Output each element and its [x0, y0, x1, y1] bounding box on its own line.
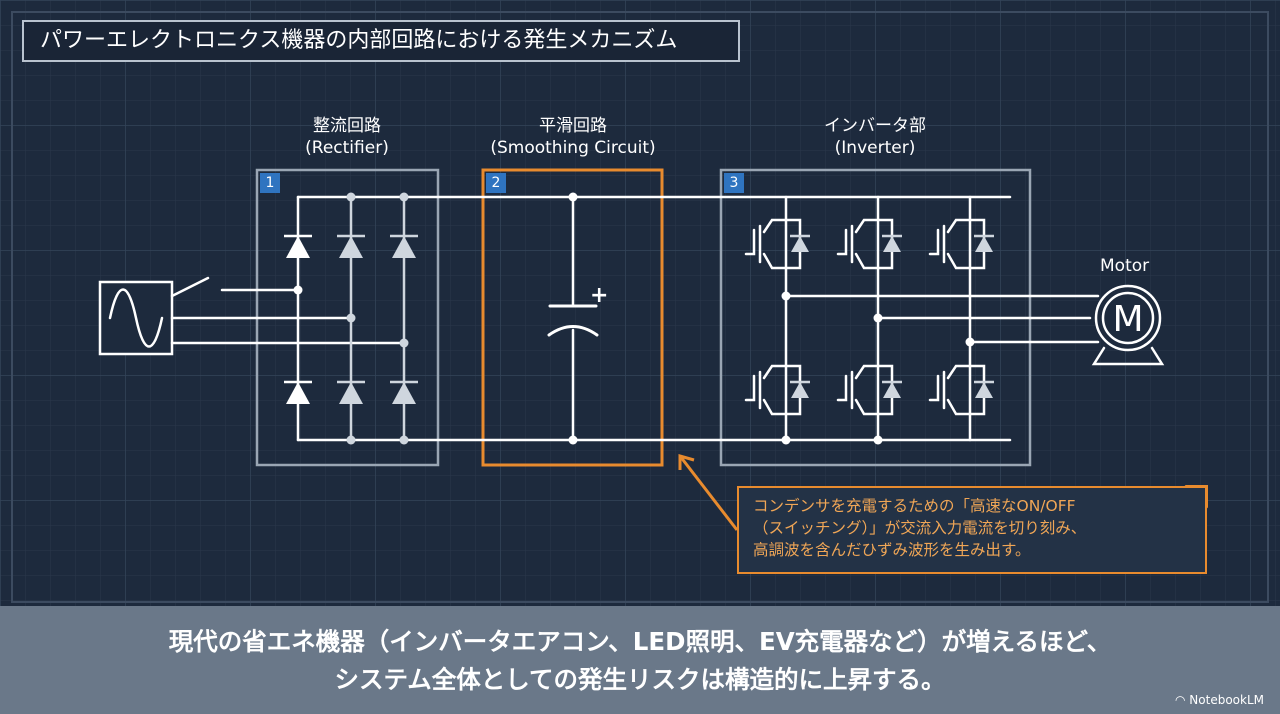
- callout-line-3: 高調波を含んだひずみ波形を生み出す。: [753, 541, 1031, 559]
- inverter-label-ja: インバータ部: [824, 116, 926, 136]
- callout-line-2: （スイッチング）」が交流入力電流を切り刻み、: [753, 519, 1087, 537]
- badge-3-bg: [724, 173, 744, 193]
- grid-frame: [11, 11, 1269, 603]
- smoothing-label: 平滑回路 (Smoothing Circuit): [463, 115, 683, 159]
- badge-1: 1: [265, 175, 275, 191]
- rectifier-label: 整流回路 (Rectifier): [262, 115, 432, 159]
- igbt-icon: [928, 218, 994, 270]
- inverter-label-en: (Inverter): [834, 138, 916, 158]
- badge-2-bg: [486, 173, 506, 193]
- page-title: パワーエレクトロニクス機器の内部回路における発生メカニズム: [22, 20, 740, 62]
- diode-icon: [390, 380, 418, 404]
- notebooklm-logo-icon: ◠: [1175, 693, 1190, 707]
- diode-icon: [284, 234, 312, 258]
- inverter-label: インバータ部 (Inverter): [790, 115, 960, 159]
- badge-1-bg: [260, 173, 280, 193]
- switch-icon: [170, 276, 210, 298]
- igbt-icon: [836, 218, 902, 270]
- caption-band: 現代の省エネ機器（インバータエアコン、LED照明、EV充電器など）が増えるほど、…: [0, 606, 1280, 714]
- diode-icon: [337, 380, 365, 404]
- igbt-icon: [928, 364, 994, 416]
- rectifier-label-ja: 整流回路: [313, 116, 381, 136]
- caption-line-1: 現代の省エネ機器（インバータエアコン、LED照明、EV充電器など）が増えるほど、: [168, 627, 1112, 656]
- rectifier-label-en: (Rectifier): [305, 138, 389, 158]
- smoothing-label-ja: 平滑回路: [539, 116, 607, 136]
- callout-arrow: [678, 454, 739, 531]
- circuit-wires: [98, 195, 1165, 442]
- igbt-icon: [836, 364, 902, 416]
- diode-icon: [337, 234, 365, 258]
- motor-symbol: M: [1112, 299, 1143, 340]
- junctions: [293, 192, 975, 445]
- brand-name: NotebookLM: [1189, 693, 1264, 707]
- capacitor-plus: +: [590, 283, 608, 308]
- caption-line-2: システム全体としての発生リスクは構造的に上昇する。: [334, 665, 946, 694]
- badge-3: 3: [729, 175, 739, 191]
- callout-box: コンデンサを充電するための「高速なON/OFF （スイッチング）」が交流入力電流…: [737, 486, 1207, 574]
- igbt-switches: [744, 218, 994, 416]
- diode-icon: [284, 380, 312, 404]
- ac-sine-wave: [108, 288, 164, 348]
- brand-watermark: ◠ NotebookLM: [1175, 693, 1264, 707]
- motor-label: Motor: [1100, 256, 1150, 276]
- diodes: [284, 234, 418, 404]
- diode-icon: [390, 234, 418, 258]
- callout-line-1: コンデンサを充電するための「高速なON/OFF: [753, 497, 1076, 515]
- igbt-icon: [744, 218, 810, 270]
- smoothing-label-en: (Smoothing Circuit): [490, 138, 656, 158]
- badge-2: 2: [491, 175, 501, 191]
- igbt-icon: [744, 364, 810, 416]
- smoothing-block: [481, 168, 664, 467]
